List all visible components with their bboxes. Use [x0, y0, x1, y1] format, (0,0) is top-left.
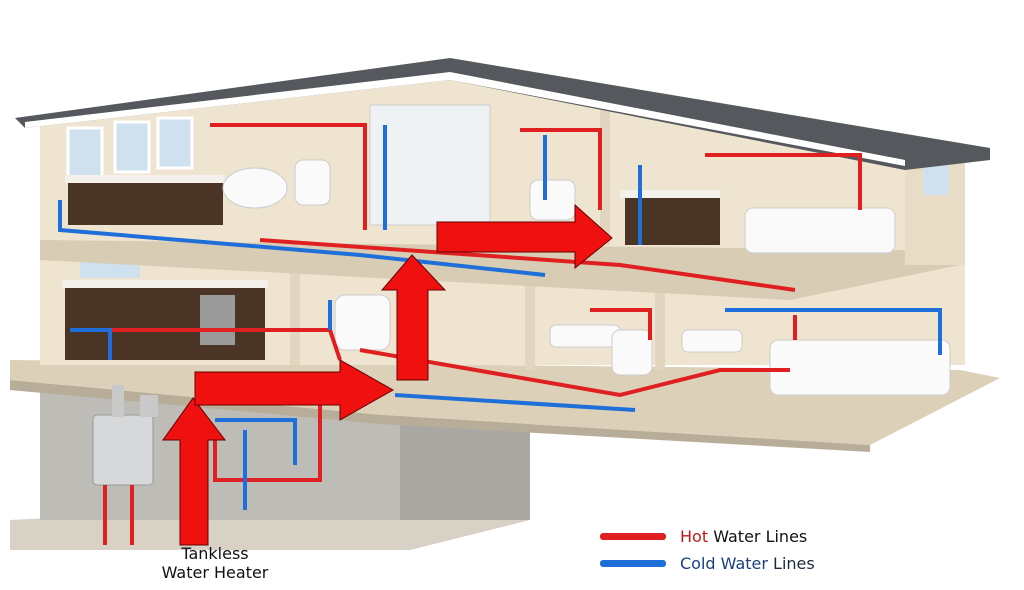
legend-cold-rest: Lines [773, 554, 815, 573]
tankless-heater [92, 414, 154, 486]
legend-cold-word: Cold Water [680, 554, 768, 573]
legend-hot-word: Hot [680, 527, 709, 546]
legend-hot: Hot Water Lines [600, 527, 807, 546]
flow-arrow-up-basement [162, 397, 227, 546]
cold-water-pipes [58, 125, 942, 510]
heater-label-line2: Water Heater [161, 563, 269, 582]
hot-line-swatch [600, 533, 666, 540]
bathtub-ground [769, 339, 951, 396]
flow-arrow-right-upper [436, 203, 613, 270]
legend-cold: Cold Water Lines [600, 554, 815, 573]
roof [15, 58, 990, 170]
cold-line-swatch [600, 560, 666, 567]
vanity-left [68, 180, 223, 225]
tankless-heater-label: Tankless Water Heater [130, 544, 300, 582]
legend-hot-rest: Water Lines [713, 527, 808, 546]
upper-floor-slab [40, 235, 960, 300]
flow-arrow-up-ground [380, 254, 447, 381]
heater-label-line1: Tankless [181, 544, 249, 563]
toilet-ground [334, 294, 391, 351]
flow-arrow-right-ground [194, 359, 395, 421]
bathtub-upper [744, 207, 896, 254]
